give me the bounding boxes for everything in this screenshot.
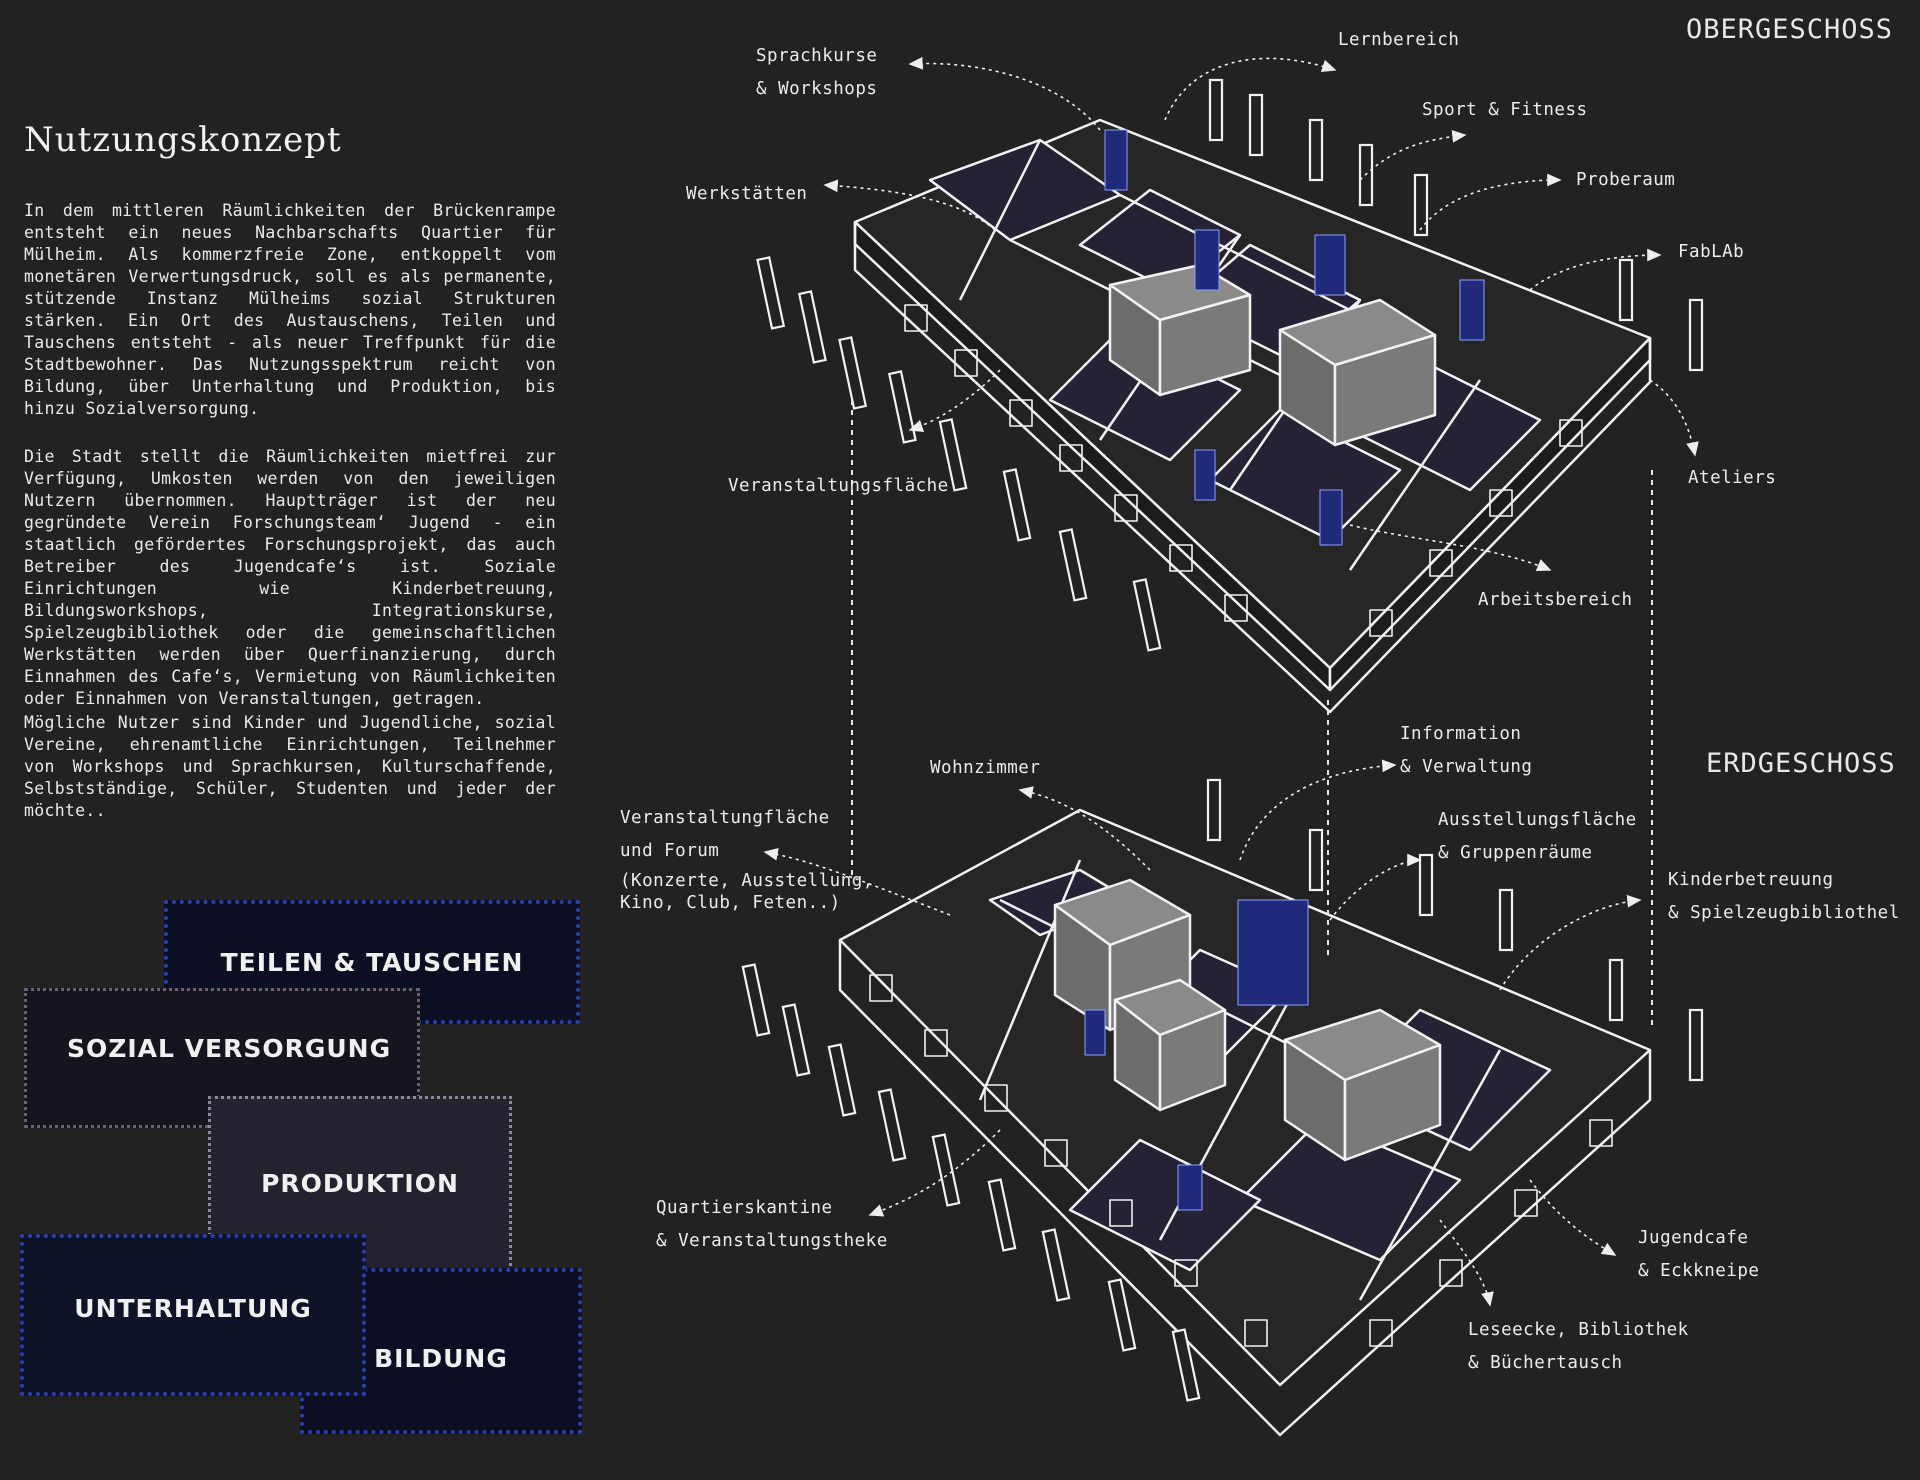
ground-floor-model bbox=[838, 808, 1652, 1437]
label-veranstaltungsflaeche: Veranstaltungsfläche bbox=[728, 476, 949, 496]
label-kinderbetreuung: Kinderbetreuung & Spielzeugbibliothel bbox=[1668, 870, 1900, 923]
concept-paragraph: Die Stadt stellt die Räumlichkeiten miet… bbox=[24, 447, 556, 708]
label-lernbereich: Lernbereich bbox=[1338, 30, 1460, 50]
upper-floor-heading: OBERGESCHOSS bbox=[1686, 14, 1894, 45]
concept-paragraph: In dem mittleren Räumlichkeiten der Brüc… bbox=[24, 201, 556, 418]
label-quartierskantine: Quartierskantine & Veranstaltungstheke bbox=[656, 1198, 888, 1251]
label-information: Information & Verwaltung bbox=[1400, 724, 1533, 777]
label-arbeitsbereich: Arbeitsbereich bbox=[1478, 590, 1633, 610]
category-label: UNTERHALTUNG bbox=[74, 1293, 312, 1323]
label-jugendcafe: Jugendcafe & Eckkneipe bbox=[1638, 1228, 1760, 1281]
category-label: TEILEN & TAUSCHEN bbox=[220, 947, 524, 977]
category-unterhaltung: UNTERHALTUNG bbox=[20, 1234, 366, 1396]
label-werkstaetten: Werkstätten bbox=[686, 184, 808, 204]
label-wohnzimmer: Wohnzimmer bbox=[930, 758, 1041, 778]
label-sprachkurse: Sprachkurse & Workshops bbox=[756, 46, 878, 99]
floor-alignment-lines bbox=[851, 400, 1653, 1030]
label-proberaum: Proberaum bbox=[1576, 170, 1676, 190]
page-title: Nutzungskonzept bbox=[24, 120, 342, 160]
label-forum-note: (Konzerte, Ausstellung, Kino, Club, Fete… bbox=[620, 871, 874, 913]
label-fablab: FabLAb bbox=[1678, 242, 1745, 262]
upper-floor-model bbox=[853, 118, 1652, 714]
ground-floor-heading: ERDGESCHOSS bbox=[1706, 748, 1896, 779]
concept-paragraph: Mögliche Nutzer sind Kinder und Jugendli… bbox=[24, 713, 556, 820]
label-ateliers: Ateliers bbox=[1688, 468, 1777, 488]
label-sport-fitness: Sport & Fitness bbox=[1422, 100, 1588, 120]
ground-floor-columns bbox=[741, 778, 1704, 1402]
label-ausstellung: Ausstellungsfläche & Gruppenräume bbox=[1438, 810, 1637, 863]
label-forum: Veranstaltungfläche und Forum bbox=[620, 808, 830, 861]
category-label: PRODUKTION bbox=[261, 1168, 459, 1198]
category-label: SOZIAL VERSORGUNG bbox=[67, 1033, 392, 1063]
label-leseecke: Leseecke, Bibliothek & Büchertausch bbox=[1468, 1320, 1689, 1373]
upper-floor-columns bbox=[756, 78, 1704, 652]
category-label: BILDUNG bbox=[374, 1343, 508, 1373]
annotation-arrows bbox=[763, 56, 1699, 1307]
